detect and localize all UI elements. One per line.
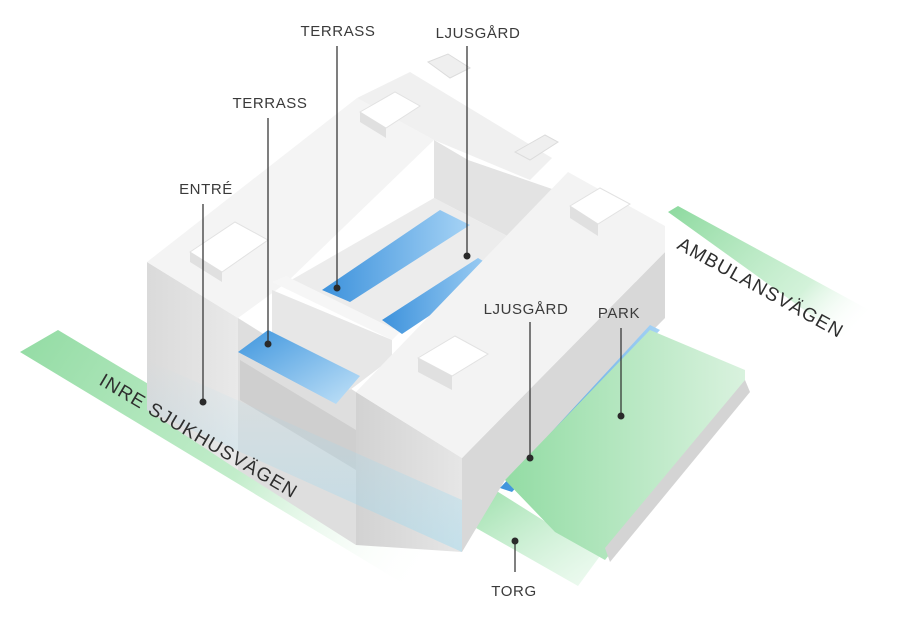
leader-dot-entre bbox=[199, 398, 207, 406]
label-torg: TORG bbox=[491, 583, 536, 600]
building-fade bbox=[147, 360, 462, 552]
ljusgard-courtyard-upper bbox=[322, 210, 470, 302]
torg-area bbox=[462, 490, 600, 586]
label-ljusgard-mid: LJUSGÅRD bbox=[484, 301, 569, 318]
label-terrass-top: TERRASS bbox=[300, 23, 375, 40]
rooftop-unit-east bbox=[569, 187, 631, 225]
courtyard-north-wall bbox=[434, 140, 555, 240]
label-terrass-left: TERRASS bbox=[232, 95, 307, 112]
building-east-side-wall bbox=[462, 252, 665, 552]
leader-dot-torg bbox=[511, 537, 519, 545]
rooftop-unit-north-side bbox=[360, 112, 386, 138]
label-park: PARK bbox=[598, 305, 640, 322]
label-ljusgard-top: LJUSGÅRD bbox=[436, 25, 521, 42]
roof-east bbox=[356, 172, 665, 458]
rooftop-unit-north bbox=[359, 91, 421, 129]
park-area bbox=[505, 330, 745, 560]
terrace-block-top bbox=[272, 276, 400, 340]
leader-dot-terrass-left bbox=[264, 340, 272, 348]
leader-dot-terrass-top bbox=[333, 284, 341, 292]
leader-dot-ljusgard-mid bbox=[526, 454, 534, 462]
north-annex-2 bbox=[513, 134, 559, 161]
park-edge-wall bbox=[605, 380, 750, 562]
label-entre: ENTRÉ bbox=[179, 181, 233, 198]
terrass-lower bbox=[238, 330, 360, 404]
leader-dot-park bbox=[617, 412, 625, 420]
north-annex bbox=[426, 53, 472, 79]
leader-dot-ljusgard-top bbox=[463, 252, 471, 260]
rooftop-unit-west-side bbox=[190, 252, 222, 282]
rooftop-unit-east-side bbox=[570, 206, 598, 236]
ambulansvagen-road bbox=[668, 206, 893, 350]
rooftop-unit-south-side bbox=[418, 358, 452, 390]
